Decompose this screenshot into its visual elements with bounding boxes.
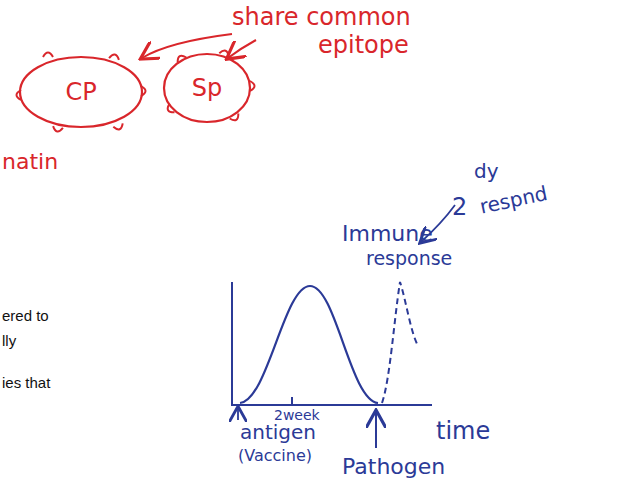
curve-label: dy bbox=[474, 160, 499, 182]
curve-label: respnd bbox=[478, 182, 550, 218]
slide-text: ies that bbox=[2, 375, 50, 392]
slide-text: ered to bbox=[2, 308, 49, 325]
event-label: Pathogen bbox=[342, 455, 445, 479]
primary-curve bbox=[240, 286, 378, 403]
note-text: epitope bbox=[318, 32, 409, 58]
cell-blob: CP bbox=[18, 55, 144, 129]
note-text: share common bbox=[232, 4, 411, 30]
note-text: natin bbox=[2, 150, 58, 174]
graph-axes bbox=[232, 282, 432, 405]
curve-label: 2 bbox=[452, 194, 467, 220]
antigen-arrow bbox=[237, 408, 239, 420]
event-label: (Vaccine) bbox=[238, 447, 312, 465]
slide-text: lly bbox=[2, 333, 16, 350]
secondary-curve bbox=[382, 282, 418, 403]
cell-label: CP bbox=[65, 78, 96, 106]
tick bbox=[291, 397, 293, 405]
cell-label: Sp bbox=[192, 74, 222, 102]
pathogen-arrow bbox=[375, 412, 377, 448]
pointer-arrow bbox=[228, 40, 256, 58]
axis-title: Immune bbox=[342, 222, 433, 246]
axis-title: time bbox=[436, 418, 490, 444]
axis-title: response bbox=[366, 248, 452, 269]
event-label: antigen bbox=[240, 421, 316, 443]
cell-blob: Sp bbox=[162, 52, 252, 124]
